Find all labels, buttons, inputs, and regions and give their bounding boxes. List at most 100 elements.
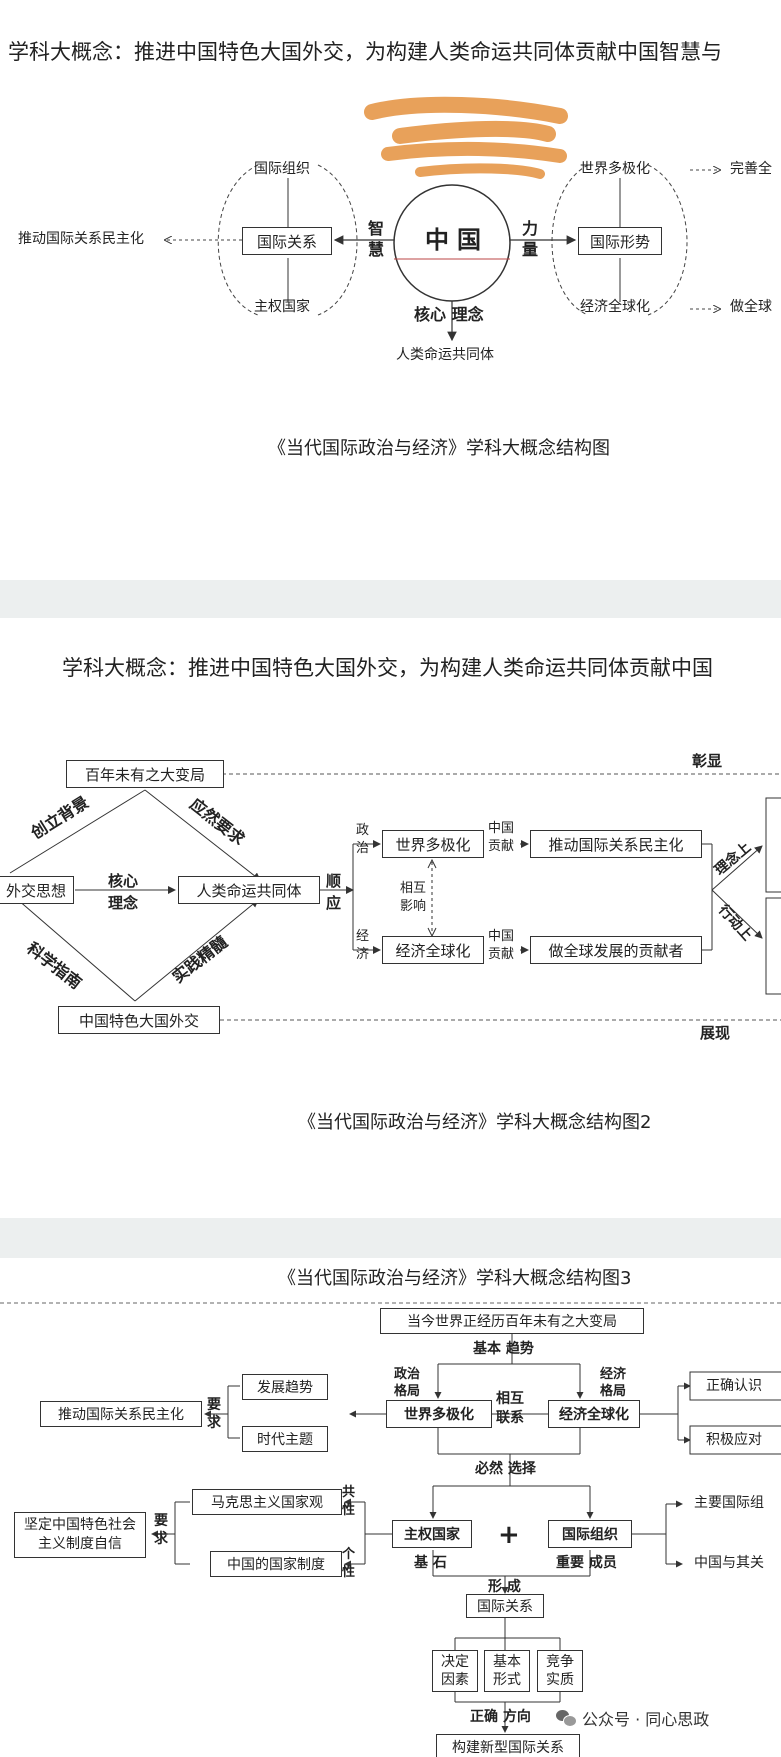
economy-1: 经济 bbox=[600, 1367, 627, 1382]
basic-2: 形式 bbox=[493, 1672, 521, 1688]
do-global-label: 做全球 bbox=[730, 299, 772, 315]
change-box: 百年未有之大变局 bbox=[66, 760, 224, 788]
democratize-box: 推动国际关系民主化 bbox=[530, 830, 702, 858]
shun-label: 顺 bbox=[326, 872, 342, 890]
req-2: 求 bbox=[207, 1415, 221, 1431]
panel1-heading: 学科大概念：推进中国特色大国外交，为构建人类命运共同体贡献中国智慧与 bbox=[8, 40, 722, 64]
community-label: 人类命运共同体 bbox=[396, 347, 494, 363]
core-concept-label: 核心 理念 bbox=[414, 305, 484, 324]
politics-1: 政治 bbox=[394, 1367, 421, 1382]
basic-trend-label: 基本 趋势 bbox=[473, 1341, 534, 1357]
china-system-box: 中国的国家制度 bbox=[210, 1551, 342, 1577]
multipolar-box: 世界多极化 bbox=[382, 830, 484, 858]
jing-label: 经 bbox=[356, 929, 370, 944]
panel2-heading: 学科大概念：推进中国特色大国外交，为构建人类命运共同体贡献中国 bbox=[62, 656, 713, 680]
compete-1: 竞争 bbox=[546, 1654, 574, 1670]
confidence-box: 坚定中国特色社会主义制度自信 bbox=[14, 1512, 146, 1558]
panel3-lines bbox=[0, 1302, 781, 1733]
common-1: 共 bbox=[342, 1485, 356, 1500]
politics-2: 格局 bbox=[394, 1384, 421, 1399]
plus-sign: + bbox=[498, 1520, 520, 1550]
intl-org-label: 国际组织 bbox=[254, 161, 310, 177]
watermark-text: 公众号 · 同心思政 bbox=[582, 1710, 710, 1729]
wechat-icon bbox=[556, 1710, 577, 1727]
global-dev-box: 做全球发展的贡献者 bbox=[530, 936, 702, 964]
concept-label: 理念 bbox=[108, 894, 139, 912]
form-label: 形 成 bbox=[488, 1579, 521, 1595]
globalization-box: 经济全球化 bbox=[382, 936, 484, 964]
indiv-2: 性 bbox=[342, 1565, 356, 1580]
china-contrib-2b: 贡献 bbox=[488, 947, 515, 962]
gap-1 bbox=[0, 580, 781, 618]
democratize-label: 推动国际关系民主化 bbox=[18, 231, 144, 247]
wisdom-label: 智慧 bbox=[368, 219, 385, 259]
new-relations-box: 构建新型国际关系 bbox=[436, 1734, 580, 1757]
decisive-1: 决定 bbox=[441, 1654, 469, 1670]
mutual-2: 联系 bbox=[496, 1410, 524, 1426]
democratize-box: 推动国际关系民主化 bbox=[40, 1401, 202, 1427]
era-theme-box: 时代主题 bbox=[242, 1426, 328, 1452]
ying-label: 应 bbox=[326, 894, 342, 912]
diplomacy-thought-box: 外交思想 bbox=[0, 876, 74, 904]
major-diplomacy-box: 中国特色大国外交 bbox=[58, 1006, 220, 1034]
decisive-2: 因素 bbox=[441, 1672, 469, 1688]
gap-2 bbox=[0, 1218, 781, 1258]
main-org-label: 主要国际组 bbox=[694, 1495, 764, 1511]
correct-know-label: 正确认识 bbox=[706, 1378, 762, 1394]
panel1-caption: 《当代国际政治与经济》学科大概念结构图 bbox=[268, 438, 610, 459]
china-contrib-1a: 中国 bbox=[488, 821, 515, 836]
right-direction-label: 正确 方向 bbox=[470, 1709, 531, 1725]
china-and-label: 中国与其关 bbox=[694, 1555, 764, 1571]
intl-situation-box: 国际形势 bbox=[578, 227, 662, 255]
intl-relations-box: 国际关系 bbox=[242, 227, 332, 255]
sovereign-label: 主权国家 bbox=[254, 299, 310, 315]
improve-label: 完善全 bbox=[730, 161, 772, 177]
decisive-box: 决定 因素 bbox=[432, 1650, 478, 1692]
economy-2: 格局 bbox=[600, 1384, 627, 1399]
globalization-label: 经济全球化 bbox=[580, 299, 650, 315]
multipolar-label: 世界多极化 bbox=[580, 161, 650, 177]
center-label: 中国 bbox=[425, 226, 489, 254]
panel3-caption: 《当代国际政治与经济》学科大概念结构图3 bbox=[278, 1268, 632, 1289]
member-label: 重要 成员 bbox=[556, 1555, 617, 1571]
top-box: 当今世界正经历百年未有之大变局 bbox=[380, 1308, 644, 1334]
compete-box: 竞争 实质 bbox=[537, 1650, 583, 1692]
common-2: 性 bbox=[342, 1503, 356, 1518]
zhi-label: 治 bbox=[356, 841, 370, 856]
zheng-label: 政 bbox=[356, 823, 370, 838]
mutual-1: 相互 bbox=[400, 881, 427, 896]
req2-2: 求 bbox=[154, 1531, 168, 1547]
diagram-panel-3: 《当代国际政治与经济》学科大概念结构图3 当今世界正经历百年未有之大变局 基本 … bbox=[0, 1258, 781, 1757]
ji-label: 济 bbox=[356, 947, 370, 962]
active-resp-label: 积极应对 bbox=[706, 1432, 762, 1448]
panel2-caption: 《当代国际政治与经济》学科大概念结构图2 bbox=[298, 1112, 652, 1133]
zhangxian-label: 彰显 bbox=[692, 752, 723, 770]
china-contrib-2a: 中国 bbox=[488, 929, 515, 944]
mutual-1: 相互 bbox=[496, 1391, 524, 1407]
indiv-1: 个 bbox=[342, 1547, 356, 1562]
diagram-panel-2: 学科大概念：推进中国特色大国外交，为构建人类命运共同体贡献中国 百年未有之大变局… bbox=[0, 618, 781, 1218]
core-label: 核心 bbox=[108, 872, 139, 890]
intl-relations-box: 国际关系 bbox=[466, 1594, 544, 1618]
globalization-box: 经济全球化 bbox=[548, 1400, 640, 1428]
sovereign-box: 主权国家 bbox=[392, 1520, 472, 1548]
intl-org-box: 国际组织 bbox=[548, 1520, 632, 1548]
basic-1: 基本 bbox=[493, 1654, 521, 1670]
cornerstone-label: 基 石 bbox=[414, 1555, 447, 1571]
diagram-panel-1: 学科大概念：推进中国特色大国外交，为构建人类命运共同体贡献中国智慧与 中国 智慧… bbox=[0, 0, 781, 520]
compete-2: 实质 bbox=[546, 1672, 574, 1688]
watermark: 公众号 · 同心思政 bbox=[556, 1706, 709, 1730]
inevitable-label: 必然 选择 bbox=[475, 1461, 536, 1477]
panel1-lines bbox=[0, 96, 781, 342]
marxism-box: 马克思主义国家观 bbox=[192, 1489, 342, 1515]
zhanxian-label: 展现 bbox=[700, 1024, 731, 1042]
multipolar-box: 世界多极化 bbox=[386, 1400, 492, 1428]
china-contrib-1b: 贡献 bbox=[488, 839, 515, 854]
req-1: 要 bbox=[207, 1397, 221, 1413]
panel2-lines bbox=[9, 773, 781, 1021]
dev-trend-box: 发展趋势 bbox=[242, 1374, 328, 1400]
community-box: 人类命运共同体 bbox=[178, 876, 320, 904]
confidence-text: 坚定中国特色社会主义制度自信 bbox=[24, 1517, 136, 1552]
power-label: 力量 bbox=[522, 219, 539, 259]
mutual-2: 影响 bbox=[400, 899, 427, 914]
